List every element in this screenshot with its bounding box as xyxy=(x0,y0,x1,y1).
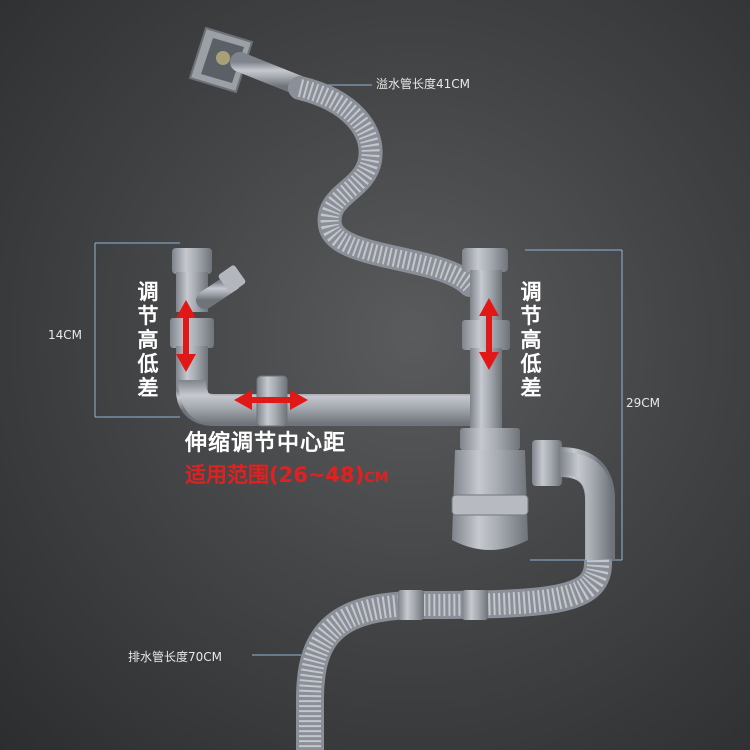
overflow-drain-icon xyxy=(188,26,310,96)
drain-hose-label: 排水管长度70CM xyxy=(128,650,223,664)
caption-line-2: 适用范围(26~48)CM xyxy=(185,459,388,489)
dimension-lines xyxy=(94,84,623,656)
caption-range: 适用范围(26~48) xyxy=(185,463,365,487)
adjust-arrow-icon xyxy=(176,298,499,410)
height-right-label: 29CM xyxy=(626,396,661,410)
overflow-hose-label: 溢水管长度41CM xyxy=(376,77,471,91)
bottle-trap-icon xyxy=(451,428,615,560)
drain-hose xyxy=(296,559,613,750)
caption-line-1: 伸缩调节中心距 xyxy=(185,431,347,456)
caption-unit: CM xyxy=(364,470,389,486)
adjust-height-right-text: 调 节 高 低 差 xyxy=(520,280,542,400)
height-left-label: 14CM xyxy=(48,328,83,342)
adjust-height-left-text: 调 节 高 低 差 xyxy=(137,280,159,400)
center-distance-caption: 伸缩调节中心距 适用范围(26~48)CM xyxy=(185,425,388,489)
